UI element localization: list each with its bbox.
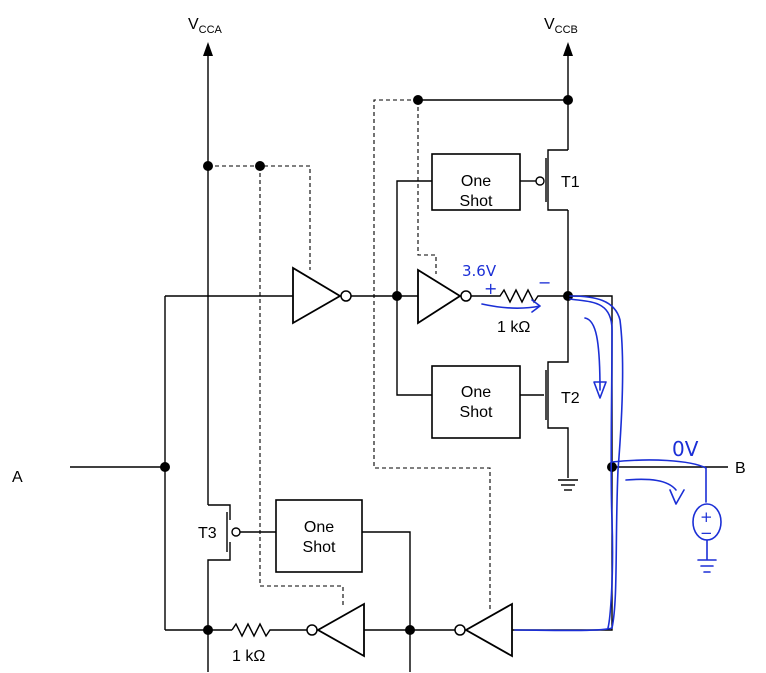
port-a-label: A (12, 469, 23, 486)
annotation-3-6v: 3.6V (462, 262, 497, 280)
dashed-vcca-to-buffer (208, 165, 311, 270)
transistor-t1 (520, 149, 569, 296)
annotation-plus: + (484, 279, 497, 298)
one-shot-3-line2: Shot (303, 539, 336, 556)
t2-label: T2 (561, 390, 580, 407)
to-one-shot-2-wire (396, 296, 432, 396)
one-shot-box-3 (275, 499, 363, 573)
one-shot-box-2 (431, 365, 521, 439)
one-shot-3-input-wire (362, 531, 411, 672)
transistor-t2 (520, 296, 569, 478)
dashed-vccb-to-lower-buffer (373, 99, 491, 612)
b-node-wire (512, 295, 613, 631)
t3-label: T3 (198, 525, 217, 542)
output-buffer-b (417, 268, 462, 325)
vcca-label: VCCA (188, 16, 223, 36)
vccb-label: VCCB (544, 16, 578, 36)
to-one-shot-1-wire (396, 180, 432, 296)
upper-resistor (471, 288, 568, 304)
lower-buffer-a (316, 602, 365, 658)
one-shot-1-line2: Shot (460, 193, 493, 210)
one-shot-2-line2: Shot (460, 404, 493, 421)
t1-label: T1 (561, 174, 580, 191)
dashed-vccb-to-buffer (417, 100, 437, 274)
junction-dots (160, 95, 617, 635)
port-b-label: B (735, 460, 746, 477)
annotation-0v: 0V (672, 437, 699, 461)
one-shot-2-line1: One (461, 384, 491, 401)
vcca-rail (203, 42, 231, 672)
annotation-minus: − (538, 273, 551, 292)
lower-resistor (231, 622, 307, 638)
lower-resistor-label: 1 kΩ (232, 648, 265, 665)
handwritten-annotations (481, 295, 722, 632)
dashed-vcca-to-lower-buffer (259, 166, 344, 608)
one-shot-box-1 (431, 153, 521, 211)
vccb-rail (418, 42, 573, 150)
annotation-source-minus: − (700, 524, 713, 542)
input-buffer-a (292, 266, 342, 325)
one-shot-3-line1: One (304, 519, 334, 536)
ground-symbol (558, 479, 578, 491)
lower-buffer-b (464, 602, 513, 658)
upper-resistor-label: 1 kΩ (497, 319, 530, 336)
one-shot-1-line1: One (461, 173, 491, 190)
transistor-t3 (226, 512, 276, 552)
annotation-source-plus: + (700, 508, 713, 526)
